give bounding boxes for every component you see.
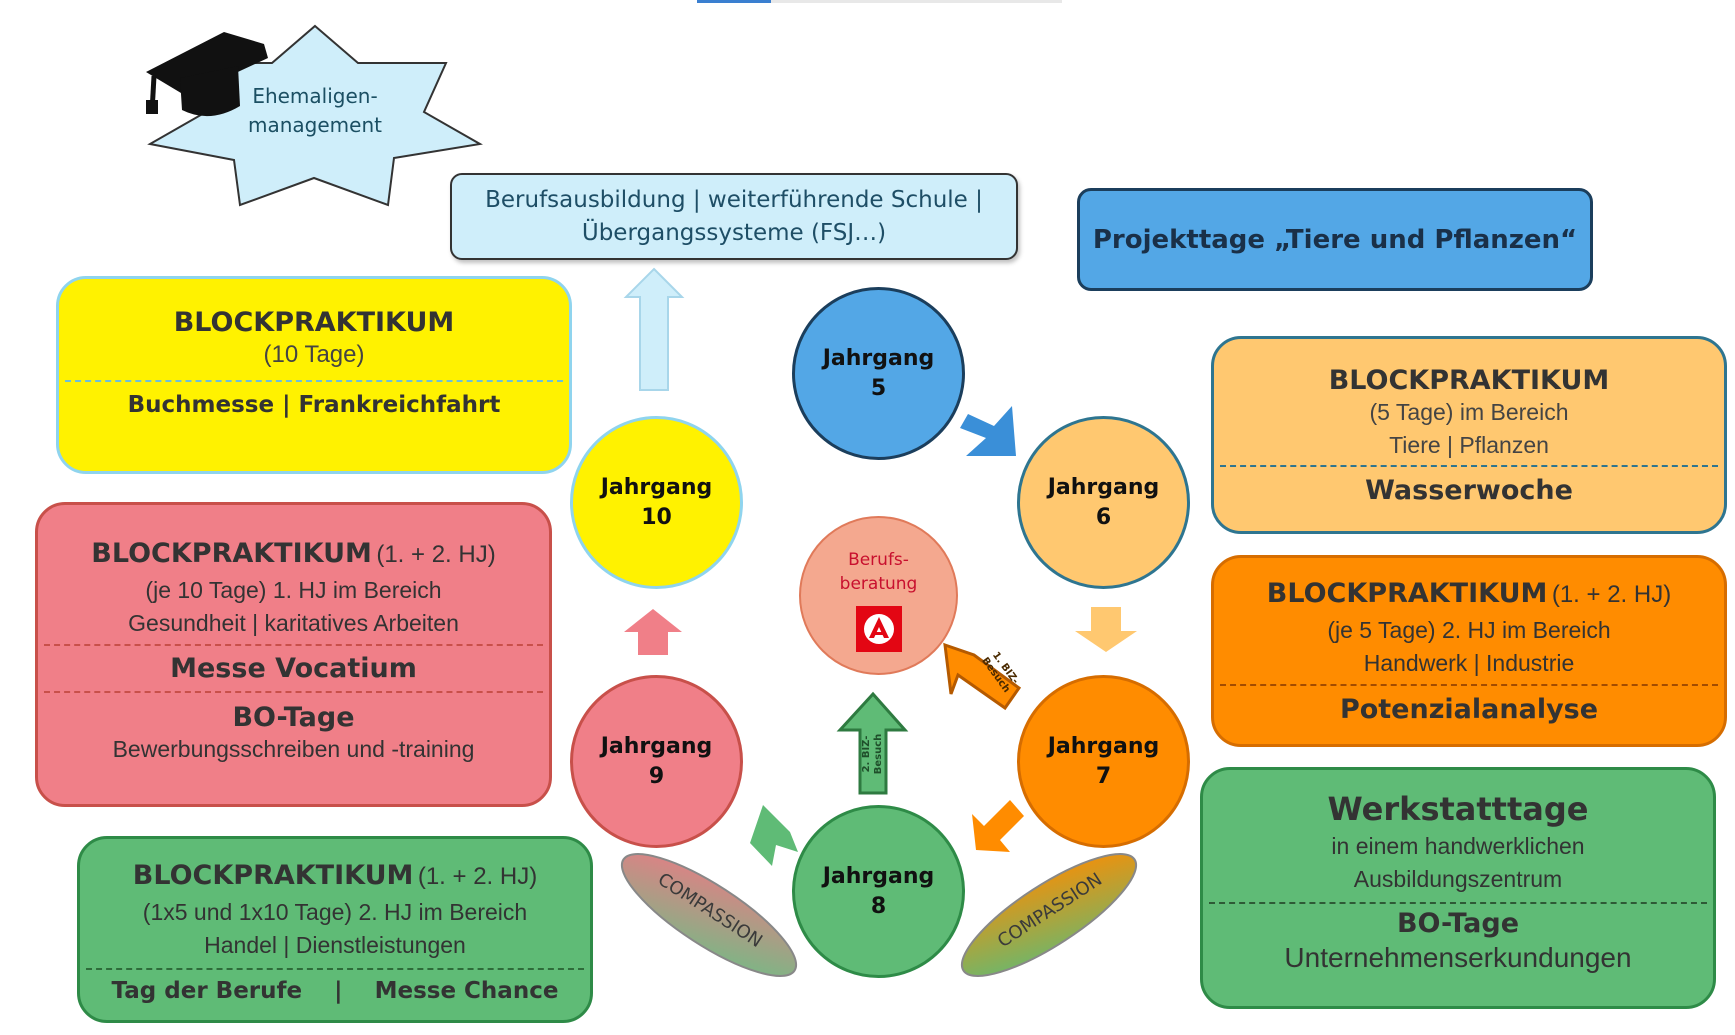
biz-second-label: 2. BIZ- Besuch bbox=[861, 733, 884, 775]
blockpraktikum-8-box: BLOCKPRAKTIKUM (1. + 2. HJ) (1x5 und 1x1… bbox=[77, 836, 593, 1023]
arrow-8-to-9-icon bbox=[750, 805, 798, 866]
arrow-6-to-7-icon bbox=[1075, 607, 1137, 652]
blockpraktikum-7-box: BLOCKPRAKTIKUM (1. + 2. HJ) (je 5 Tage) … bbox=[1211, 555, 1727, 747]
top-indicator bbox=[697, 0, 1062, 3]
berufsberatung-circle: Berufs- beratung bbox=[799, 516, 958, 675]
blockpraktikum-6-box: BLOCKPRAKTIKUM (5 Tage) im Bereich Tiere… bbox=[1211, 336, 1727, 534]
blockpraktikum-9-box: BLOCKPRAKTIKUM (1. + 2. HJ) (je 10 Tage)… bbox=[35, 502, 552, 807]
arrow-7-to-8-icon bbox=[972, 800, 1024, 852]
ehemaligen-star bbox=[146, 24, 483, 207]
arrow-up-light-blue-icon bbox=[623, 267, 685, 391]
graduation-cap-icon bbox=[146, 32, 268, 117]
biz-first-arrow-icon bbox=[943, 642, 1022, 711]
berufsausbildung-box: Berufsausbildung | weiterführende Schule… bbox=[450, 173, 1018, 260]
arbeitsagentur-logo-icon bbox=[855, 606, 902, 652]
arrow-5-to-6-icon bbox=[960, 406, 1016, 456]
werkstatttage-box: Werkstatttage in einem handwerklichen Au… bbox=[1200, 767, 1716, 1009]
ehemaligen-label: Ehemaligen- management bbox=[248, 84, 382, 137]
compassion-left-shape bbox=[620, 853, 798, 977]
arrow-9-to-10-icon bbox=[624, 609, 682, 655]
biz-second-arrow-icon bbox=[836, 691, 909, 795]
compassion-right-shape bbox=[960, 853, 1138, 977]
blockpraktikum-10-box: BLOCKPRAKTIKUM (10 Tage) Buchmesse | Fra… bbox=[56, 276, 572, 474]
projekttage-box: Projekttage „Tiere und Pflanzen“ bbox=[1077, 188, 1593, 291]
